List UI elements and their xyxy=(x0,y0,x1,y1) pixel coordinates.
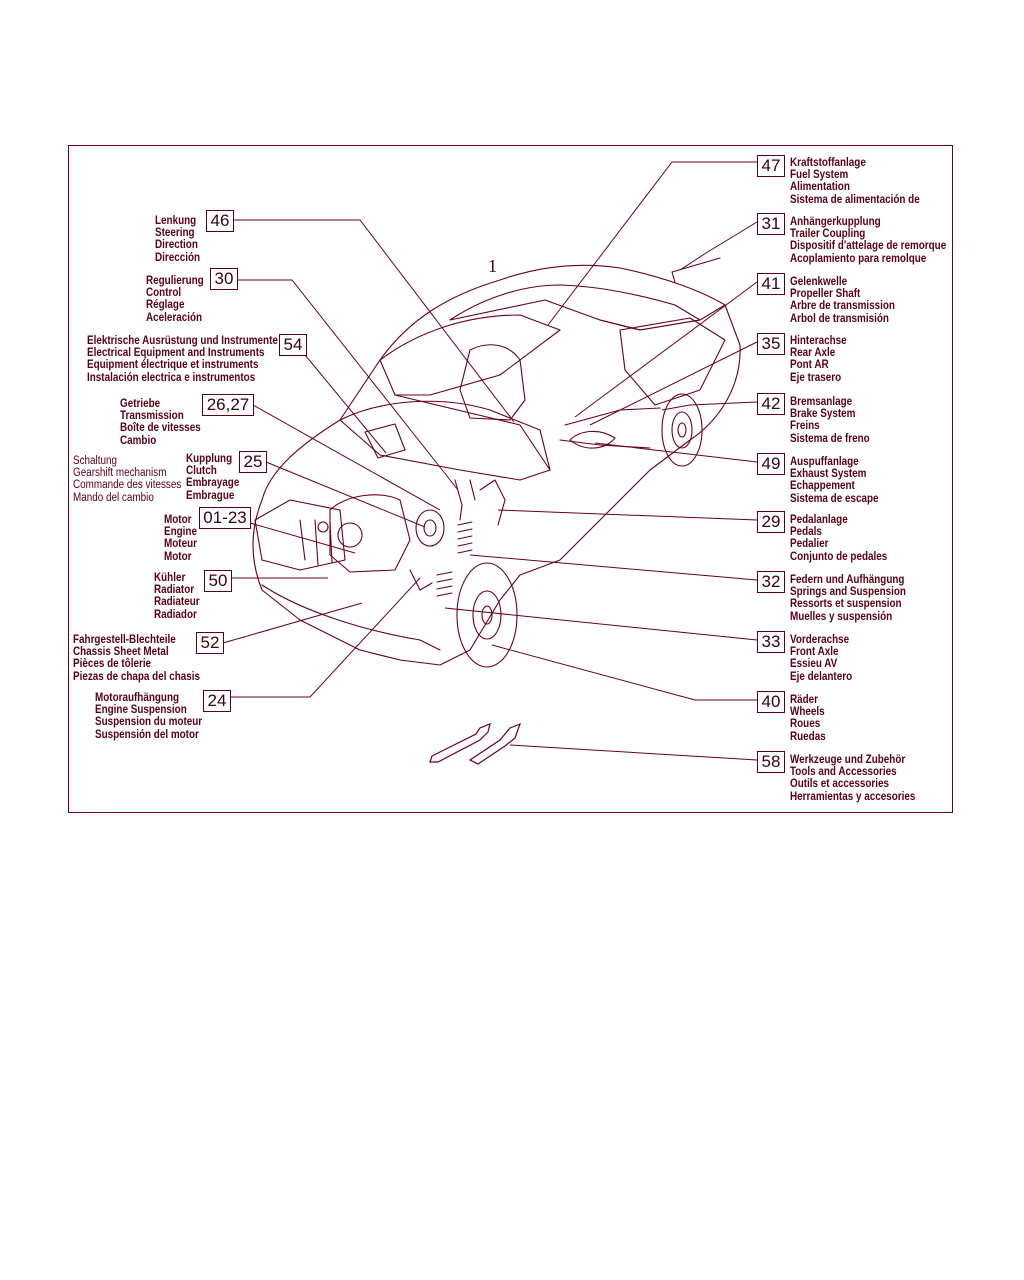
leader-lines xyxy=(222,161,758,761)
battery xyxy=(364,423,406,459)
clutch-disc xyxy=(415,509,445,547)
callout-number-46[interactable]: 46 xyxy=(206,210,234,232)
callout-number-42[interactable]: 42 xyxy=(757,393,785,415)
pedals xyxy=(469,479,506,526)
front-spring-lower xyxy=(436,571,453,597)
windscreen xyxy=(379,314,561,396)
callout-number-24[interactable]: 24 xyxy=(203,690,231,712)
callout-number-47[interactable]: 47 xyxy=(757,155,785,177)
figure-number: 1 xyxy=(488,256,497,276)
callout-number-41[interactable]: 41 xyxy=(757,273,785,295)
callout-number-25[interactable]: 25 xyxy=(239,451,267,473)
engine-block xyxy=(329,494,411,573)
seat xyxy=(459,344,526,421)
callout-number-49[interactable]: 49 xyxy=(757,453,785,475)
pliers xyxy=(468,722,522,765)
front-spring xyxy=(457,521,473,554)
side-window xyxy=(619,317,726,406)
callout-number-32[interactable]: 32 xyxy=(757,571,785,593)
roof xyxy=(449,284,701,331)
callout-number-01-23[interactable]: 01-23 xyxy=(199,507,251,529)
propeller-shaft xyxy=(564,407,661,426)
wrench xyxy=(429,723,491,763)
callout-number-26-27[interactable]: 26,27 xyxy=(202,394,254,416)
trailer-hitch xyxy=(671,257,721,283)
callout-number-50[interactable]: 50 xyxy=(204,570,232,592)
front-wheel xyxy=(456,562,518,668)
tools-illustration xyxy=(429,722,522,765)
callout-number-52[interactable]: 52 xyxy=(196,632,224,654)
callout-number-35[interactable]: 35 xyxy=(757,333,785,355)
callout-number-33[interactable]: 33 xyxy=(757,631,785,653)
front-bumper xyxy=(261,584,441,651)
car-body-outline xyxy=(252,264,741,666)
callout-number-54[interactable]: 54 xyxy=(279,334,307,356)
callout-number-58[interactable]: 58 xyxy=(757,751,785,773)
callout-number-40[interactable]: 40 xyxy=(757,691,785,713)
rear-wheel xyxy=(661,393,703,467)
callout-number-31[interactable]: 31 xyxy=(757,213,785,235)
callout-number-29[interactable]: 29 xyxy=(757,511,785,533)
rear-window xyxy=(599,304,726,331)
hood xyxy=(339,400,551,481)
grille xyxy=(254,499,346,571)
callout-number-30[interactable]: 30 xyxy=(210,268,238,290)
